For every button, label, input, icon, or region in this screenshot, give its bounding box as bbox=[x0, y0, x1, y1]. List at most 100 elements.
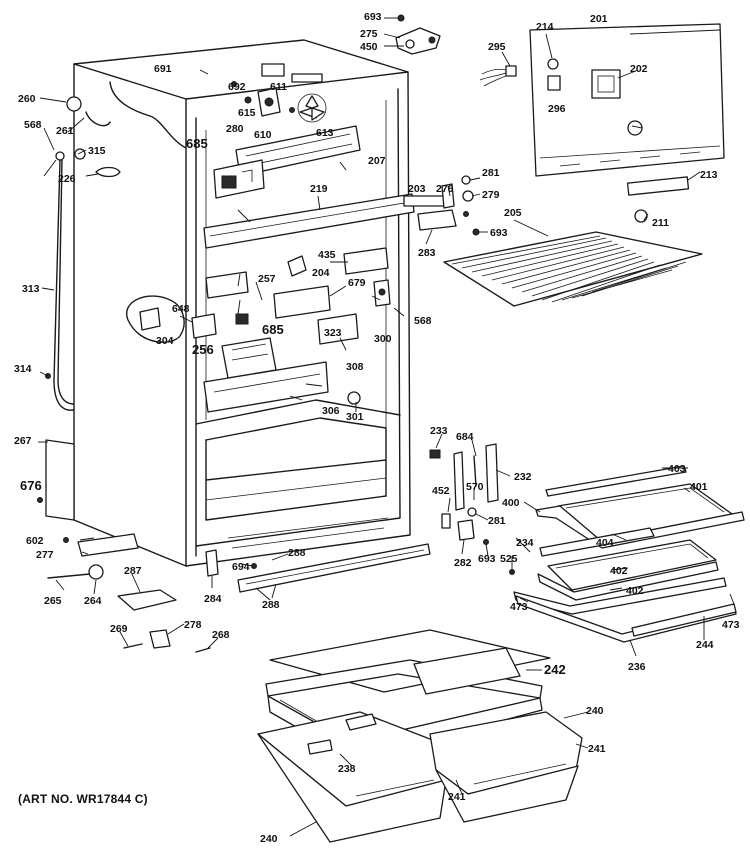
callout-610: 610 bbox=[254, 129, 272, 141]
bracket-204b bbox=[343, 247, 389, 275]
callout-242: 242 bbox=[544, 662, 566, 677]
part-256 bbox=[191, 313, 217, 339]
wire-shelf-205 bbox=[443, 231, 703, 307]
callout-238: 238 bbox=[338, 763, 356, 775]
callout-264: 264 bbox=[84, 595, 102, 607]
fan-assembly bbox=[231, 63, 327, 123]
callout-283: 283 bbox=[418, 247, 436, 259]
callout-207: 207 bbox=[368, 155, 386, 167]
panel-267 bbox=[45, 439, 75, 521]
bracket-257 bbox=[273, 285, 331, 319]
callout-284: 284 bbox=[204, 593, 222, 605]
hinge-top-275 bbox=[395, 14, 441, 55]
callout-403: 403 bbox=[668, 463, 686, 475]
part-278 bbox=[149, 629, 171, 649]
callout-473: 473 bbox=[510, 601, 528, 613]
heater-207 bbox=[213, 125, 361, 199]
callout-267: 267 bbox=[14, 435, 32, 447]
callout-304: 304 bbox=[156, 335, 174, 347]
callout-473-b: 473 bbox=[722, 619, 740, 631]
callout-306: 306 bbox=[322, 405, 340, 417]
callout-211: 211 bbox=[652, 217, 669, 229]
part-284 bbox=[205, 549, 219, 577]
callout-568: 568 bbox=[24, 119, 42, 131]
part-306 bbox=[203, 361, 329, 413]
callout-236: 236 bbox=[628, 661, 646, 673]
hinge-bracket bbox=[403, 195, 449, 207]
part-264 bbox=[88, 564, 104, 580]
callout-313: 313 bbox=[22, 283, 40, 295]
glass-shelf-401 bbox=[535, 465, 745, 557]
callout-685: 685 bbox=[186, 136, 208, 151]
hinge-283 bbox=[417, 209, 457, 231]
callout-613: 613 bbox=[316, 127, 334, 139]
callout-202: 202 bbox=[630, 63, 648, 75]
bracket-204 bbox=[205, 271, 249, 299]
callout-679: 679 bbox=[348, 277, 366, 289]
callout-296: 296 bbox=[548, 103, 566, 115]
callout-676: 676 bbox=[20, 478, 42, 493]
callout-615: 615 bbox=[238, 107, 256, 119]
part-213 bbox=[626, 176, 690, 196]
callout-525: 525 bbox=[500, 553, 518, 565]
callout-314: 314 bbox=[14, 363, 32, 375]
callout-201: 201 bbox=[590, 13, 608, 25]
callout-241: 241 bbox=[588, 743, 606, 755]
callout-648: 648 bbox=[172, 303, 190, 315]
callout-261: 261 bbox=[56, 125, 74, 137]
callout-281-b: 281 bbox=[488, 515, 506, 527]
callout-301: 301 bbox=[346, 411, 364, 423]
callout-268: 268 bbox=[212, 629, 230, 641]
callout-692: 692 bbox=[228, 81, 246, 93]
part-226 bbox=[95, 166, 121, 178]
callout-280: 280 bbox=[226, 123, 244, 135]
callout-240: 240 bbox=[586, 705, 604, 717]
rail-244 bbox=[631, 603, 737, 637]
callout-labels: 693 275 450 295 214 201 691 692 611 615 … bbox=[14, 11, 740, 845]
callout-281: 281 bbox=[482, 167, 500, 179]
callout-401: 401 bbox=[690, 481, 708, 493]
callout-226: 226 bbox=[58, 173, 76, 185]
callout-269: 269 bbox=[110, 623, 128, 635]
callout-203: 203 bbox=[408, 183, 426, 195]
harness-295 bbox=[479, 65, 517, 87]
callout-450: 450 bbox=[360, 41, 378, 53]
callout-684: 684 bbox=[456, 431, 474, 443]
callout-693: 693 bbox=[364, 11, 382, 23]
callout-323: 323 bbox=[324, 327, 342, 339]
callout-233: 233 bbox=[430, 425, 448, 437]
part-233 bbox=[429, 449, 441, 459]
callout-232: 232 bbox=[514, 471, 532, 483]
callout-570: 570 bbox=[466, 481, 484, 493]
callout-685-b: 685 bbox=[262, 322, 284, 337]
part-232 bbox=[485, 443, 499, 503]
part-452 bbox=[441, 513, 451, 529]
plug-260 bbox=[66, 96, 82, 112]
leader-lines bbox=[38, 17, 735, 837]
callout-694: 694 bbox=[232, 561, 250, 573]
callout-265: 265 bbox=[44, 595, 62, 607]
art-number: (ART NO. WR17844 C) bbox=[18, 792, 148, 806]
callout-691: 691 bbox=[154, 63, 172, 75]
callout-288-b: 288 bbox=[262, 599, 280, 611]
callout-244: 244 bbox=[696, 639, 714, 651]
callout-219: 219 bbox=[310, 183, 328, 195]
callout-693-b: 693 bbox=[490, 227, 508, 239]
callout-204: 204 bbox=[312, 267, 330, 279]
callout-241-b: 241 bbox=[448, 791, 466, 803]
shelf-402 bbox=[513, 539, 727, 615]
plate-287 bbox=[117, 589, 177, 611]
callout-275: 275 bbox=[360, 28, 378, 40]
callout-611: 611 bbox=[270, 81, 287, 93]
callout-288: 288 bbox=[288, 547, 306, 559]
part-315 bbox=[74, 148, 86, 160]
knob-211 bbox=[634, 209, 648, 223]
callout-279: 279 bbox=[482, 189, 500, 201]
callout-568-b: 568 bbox=[414, 315, 432, 327]
callout-402: 402 bbox=[610, 565, 628, 577]
rail-203 bbox=[203, 193, 415, 249]
callout-315: 315 bbox=[88, 145, 106, 157]
callout-282: 282 bbox=[454, 557, 472, 569]
